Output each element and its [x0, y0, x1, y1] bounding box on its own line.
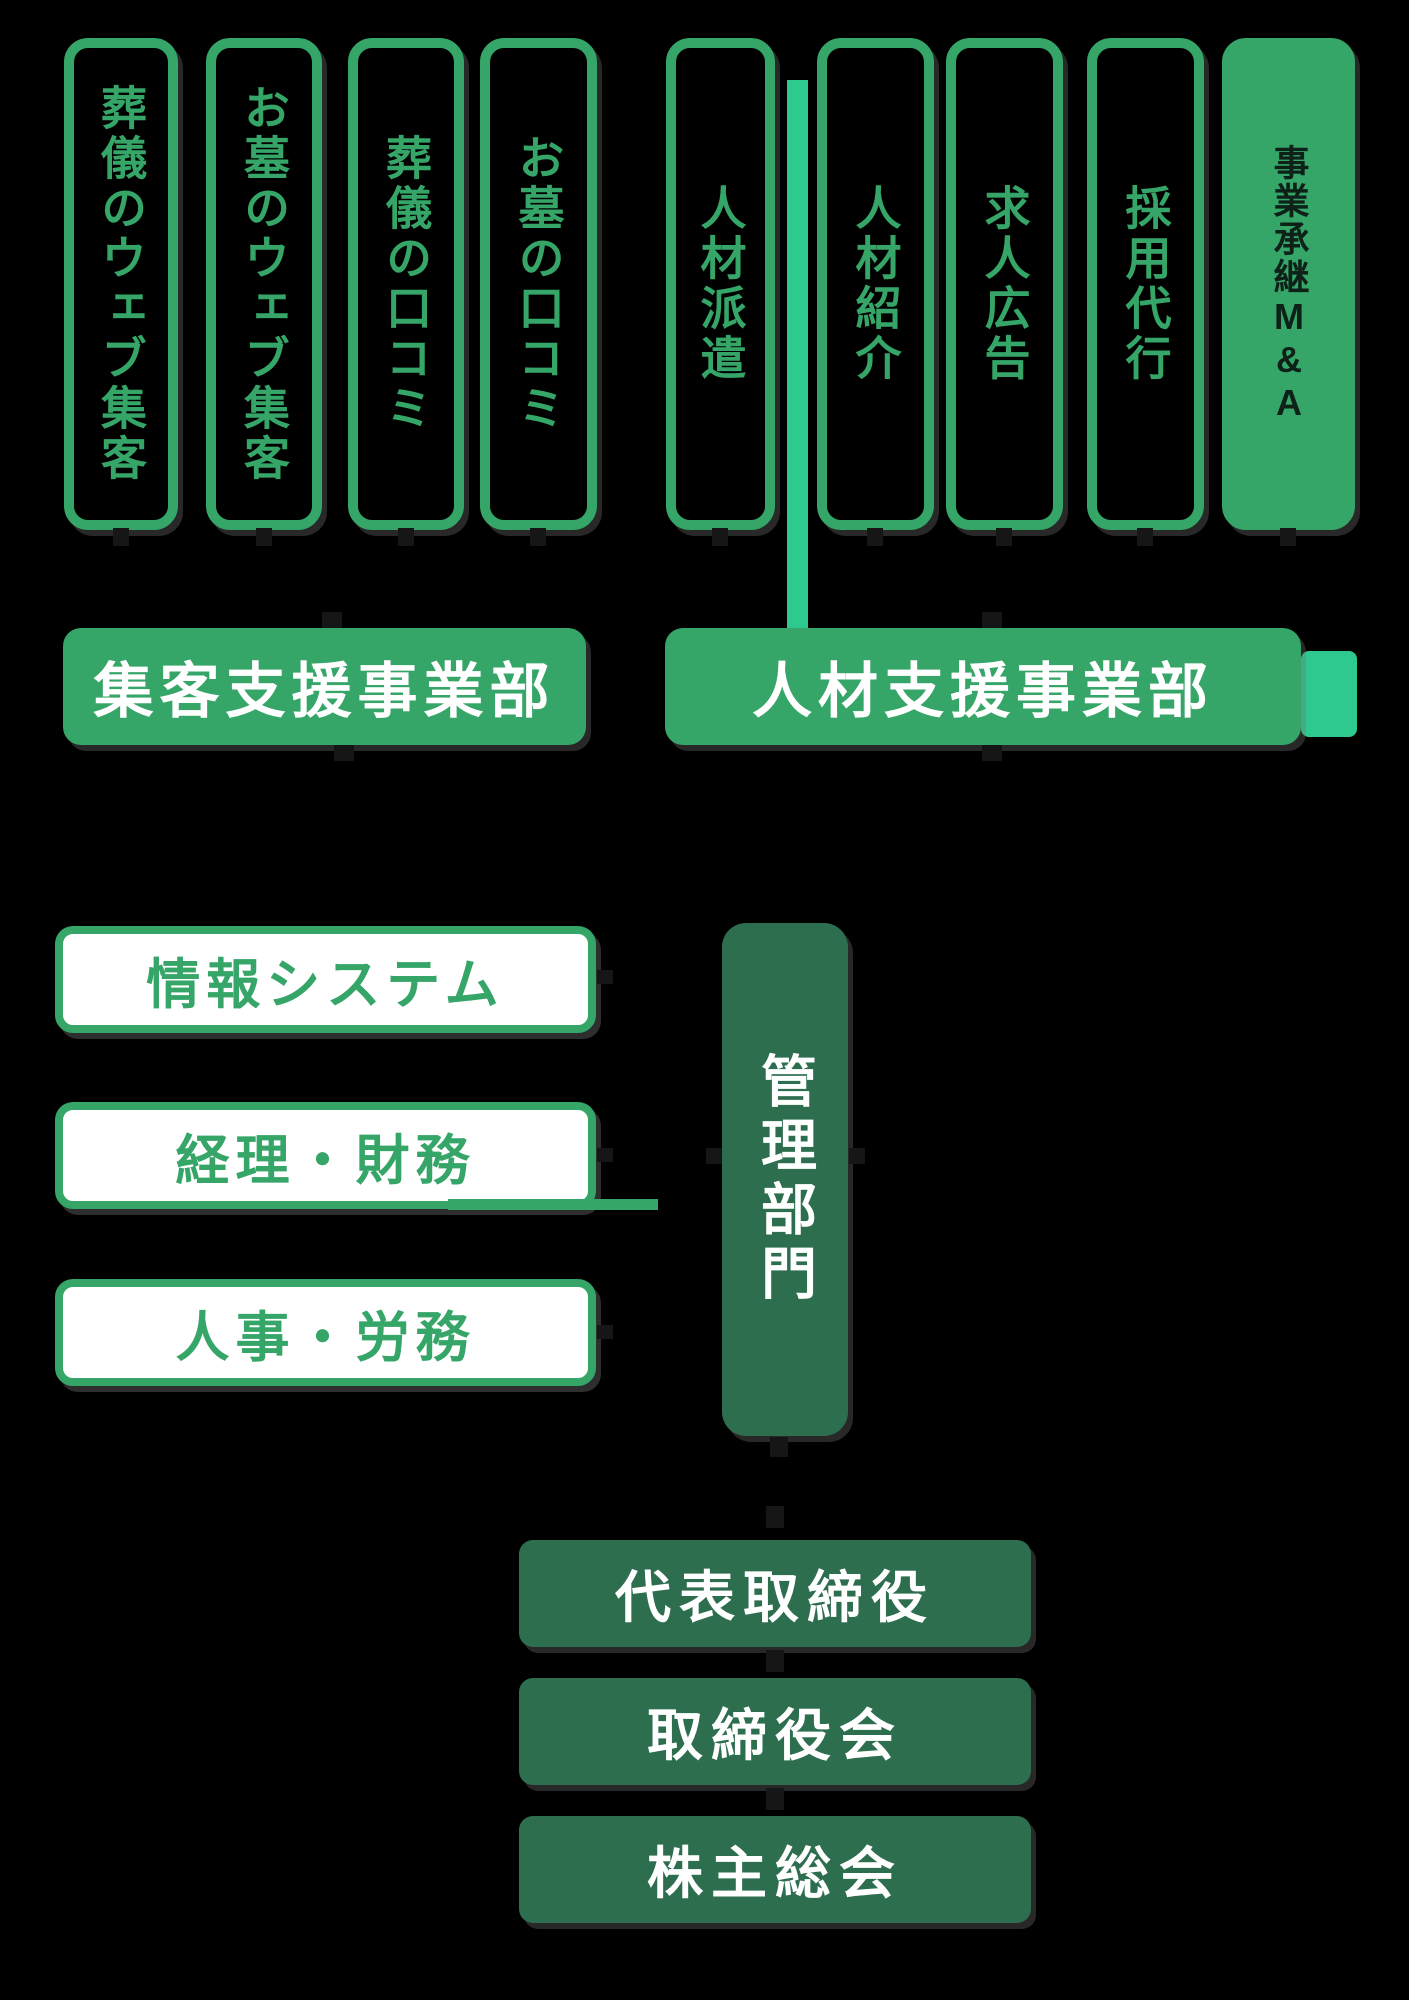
service-box-saiyo: 採用代行 — [1087, 38, 1204, 530]
connector-tab-right — [1301, 651, 1357, 737]
connector-stub — [867, 528, 883, 546]
service-box-grave-review: お墓の口コミ — [480, 38, 597, 530]
gov-bar-shareholders: 株主総会 — [519, 1816, 1031, 1923]
connector-stub — [982, 745, 1002, 761]
connector-line-green — [448, 1199, 658, 1210]
admin-division-box: 管理部門 — [722, 923, 848, 1436]
connector-stub — [256, 528, 272, 546]
connector-stub — [766, 1650, 784, 1672]
connector-stub — [712, 528, 728, 546]
connector-stub — [770, 1437, 788, 1457]
division-bar-shukyaku: 集客支援事業部 — [63, 628, 586, 745]
connector-stub — [597, 970, 613, 984]
connector-stub — [766, 1506, 784, 1528]
connector-stub — [706, 1148, 722, 1164]
connector-stub — [996, 528, 1012, 546]
connector-stub — [982, 612, 1002, 628]
service-box-grave-web: お墓のウェブ集客 — [206, 38, 322, 530]
service-box-haken: 人材派遣 — [666, 38, 775, 530]
service-box-funeral-review: 葬儀の口コミ — [348, 38, 464, 530]
service-box-kyujin: 求人広告 — [946, 38, 1063, 530]
service-box-funeral-web: 葬儀のウェブ集客 — [64, 38, 178, 530]
dept-box-hr-labor: 人事・労務 — [55, 1279, 596, 1386]
connector-stub — [597, 1325, 613, 1339]
connector-stub — [113, 528, 129, 546]
connector-strip-vertical — [787, 80, 808, 628]
gov-bar-ceo: 代表取締役 — [519, 1540, 1031, 1647]
connector-stub — [1137, 528, 1153, 546]
connector-stub — [334, 745, 354, 761]
service-box-ma: 事業承継M&A — [1222, 38, 1355, 530]
connector-stub — [322, 612, 342, 628]
connector-stub — [1280, 528, 1296, 546]
connector-stub — [398, 528, 414, 546]
service-box-shokai: 人材紹介 — [817, 38, 934, 530]
dept-box-information-systems: 情報システム — [55, 926, 596, 1033]
dept-box-accounting-finance: 経理・財務 — [55, 1102, 596, 1209]
gov-bar-board: 取締役会 — [519, 1678, 1031, 1785]
division-bar-jinzai: 人材支援事業部 — [665, 628, 1301, 745]
connector-stub — [597, 1148, 613, 1162]
connector-stub — [530, 528, 546, 546]
connector-stub — [849, 1148, 865, 1164]
connector-stub — [766, 1788, 784, 1810]
